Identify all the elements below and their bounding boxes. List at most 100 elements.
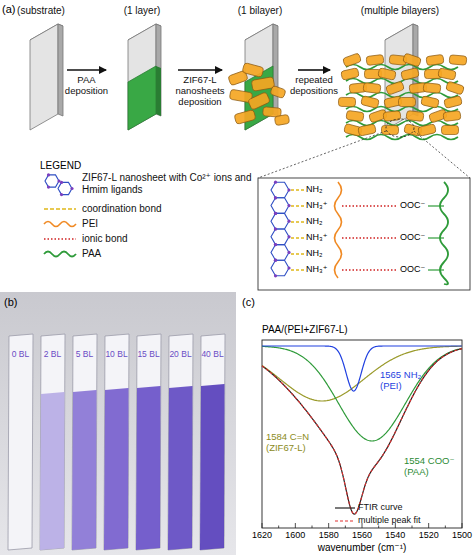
photo-background: [0, 292, 236, 555]
legend-text: FTIR curve: [358, 502, 458, 512]
cobalt-ion: [274, 196, 277, 199]
paa-chain: [440, 182, 448, 284]
paa-link: [428, 269, 444, 270]
stage-heading: (multiple bilayers): [330, 5, 470, 17]
paa-layer: [346, 121, 458, 126]
legend-text: multiple peak fit: [358, 515, 458, 525]
peak-annotation: 1584 C=N (ZIF67-L): [266, 432, 324, 454]
panel-letter: (c): [242, 296, 266, 309]
hexagon-ring: [58, 182, 72, 194]
nanosheet: [342, 53, 361, 67]
coating-film: [104, 388, 129, 550]
nanosheet: [443, 110, 461, 121]
process-arrow: [67, 69, 106, 71]
carboxylate-group: OOC⁻: [400, 232, 430, 242]
paa-link: [428, 237, 444, 238]
axis-tick: [295, 523, 296, 528]
axis-tick: [378, 526, 379, 529]
legend-line: [44, 222, 76, 227]
hexagon-ring: [271, 260, 289, 276]
glass-strip: [104, 334, 129, 550]
nanosheet: [438, 68, 456, 80]
fit-band: [262, 346, 462, 391]
tick-label: 1620: [250, 530, 274, 540]
nanosheet: [363, 82, 381, 93]
stage-node: (1 layer): [106, 5, 178, 135]
cobalt-ion: [287, 204, 290, 207]
cobalt-ion: [287, 251, 290, 254]
inset-box: [258, 178, 470, 290]
plot-frame: [262, 340, 462, 528]
nanosheet: [381, 125, 398, 134]
process-arrow: [298, 69, 330, 71]
stage-node: (multiple bilayers): [330, 5, 470, 135]
glass-strip: [200, 334, 225, 550]
carboxylate-group: OOC⁻: [400, 264, 430, 274]
strip-label: 10 BL: [101, 350, 132, 360]
ftir-curve: [262, 349, 462, 514]
substrate-face: [30, 24, 58, 130]
coordination-bond: [291, 205, 305, 206]
amine-group: NH₃⁺: [306, 264, 338, 274]
hexagon-ring: [271, 198, 289, 214]
cobalt-ion: [287, 266, 290, 269]
amine-group: NH₂: [306, 216, 338, 226]
cobalt-ion: [274, 259, 277, 262]
peak-annotation: 1554 COO⁻ (PAA): [404, 456, 464, 478]
amine-group: NH₂: [306, 184, 338, 194]
substrate-side: [58, 24, 63, 116]
legend-nanosheet: [45, 173, 74, 196]
cobalt-ion: [47, 186, 50, 189]
tick-label: 1540: [383, 530, 407, 540]
cobalt-ion: [287, 235, 290, 238]
paa-layer-side: [156, 66, 161, 116]
legend-text: ZIF67-L nanosheet with Co²⁺ ions and Hmi…: [82, 172, 254, 195]
nanosheet: [444, 96, 463, 109]
substrate-side: [156, 24, 161, 116]
cobalt-ion: [287, 188, 290, 191]
legend-heading: LEGEND: [40, 160, 110, 172]
nanosheet: [274, 114, 289, 125]
coordination-bond: [291, 189, 305, 190]
carboxylate-group: OOC⁻: [400, 200, 430, 210]
zoom-ellipse: [386, 119, 414, 137]
substrate-face: [128, 24, 156, 130]
cobalt-ion: [274, 181, 277, 184]
fit-band: [262, 346, 462, 401]
coordination-bond: [291, 269, 305, 270]
strip-label: 15 BL: [133, 350, 164, 360]
ionic-bond: [342, 205, 398, 206]
strip-label: 20 BL: [165, 350, 196, 360]
axis-title: wavenumber (cm⁻¹): [287, 542, 437, 554]
arrow-label: repeated depositions: [285, 75, 343, 97]
strip-label: 5 BL: [69, 350, 100, 360]
cobalt-ion: [274, 274, 277, 277]
glass-strip: [168, 334, 193, 550]
nanosheet: [399, 98, 416, 107]
nanosheet: [341, 68, 360, 81]
cobalt-ion: [274, 243, 277, 246]
zoom-line: [258, 131, 386, 178]
tick-label: 1520: [417, 530, 441, 540]
axis-tick: [278, 526, 279, 529]
nanosheet: [361, 96, 380, 109]
legend-line: [335, 507, 355, 508]
axis-tick: [345, 526, 346, 529]
strip-label: 40 BL: [197, 350, 228, 360]
coordination-bond: [291, 221, 305, 222]
ionic-bond: [342, 269, 398, 270]
legend-text: ionic bond: [82, 233, 252, 245]
coordination-bond: [291, 237, 305, 238]
nanosheet: [358, 124, 376, 136]
peak-fit-curve: [262, 349, 462, 514]
coating-film: [168, 386, 193, 550]
hexagon-ring: [271, 182, 289, 198]
nanosheet: [270, 85, 286, 98]
nanosheet: [442, 126, 459, 135]
cobalt-ion: [274, 227, 277, 230]
nanosheet-group: [338, 53, 466, 140]
axis-tick: [462, 523, 463, 528]
arrow-label: PAA deposition: [58, 75, 116, 97]
legend-line: [335, 520, 355, 521]
